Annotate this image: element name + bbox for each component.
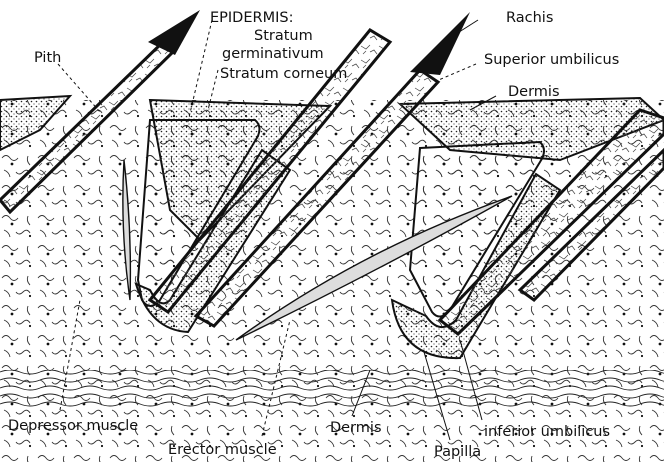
label-superior-umbilicus: Superior umbilicus bbox=[484, 52, 619, 68]
label-dermis-bottom: Dermis bbox=[330, 420, 382, 436]
label-dermis-top: Dermis bbox=[508, 84, 560, 100]
label-papilla: Papilla bbox=[434, 444, 481, 460]
deep-dermis-band bbox=[0, 370, 664, 408]
label-stratum: Stratum bbox=[254, 28, 313, 44]
label-depressor-muscle: Depressor muscle bbox=[8, 418, 138, 434]
label-germinativum: germinativum bbox=[222, 46, 324, 62]
label-erector-muscle: Erector muscle bbox=[168, 442, 277, 458]
label-inferior-umbilicus: inferior umbilicus bbox=[484, 424, 610, 440]
label-rachis: Rachis bbox=[506, 10, 553, 26]
feather-tip-rachis bbox=[410, 12, 470, 75]
label-pith: Pith bbox=[34, 50, 61, 66]
label-stratum-corneum: Stratum corneum bbox=[220, 66, 347, 82]
label-epidermis: EPIDERMIS: bbox=[210, 10, 293, 26]
